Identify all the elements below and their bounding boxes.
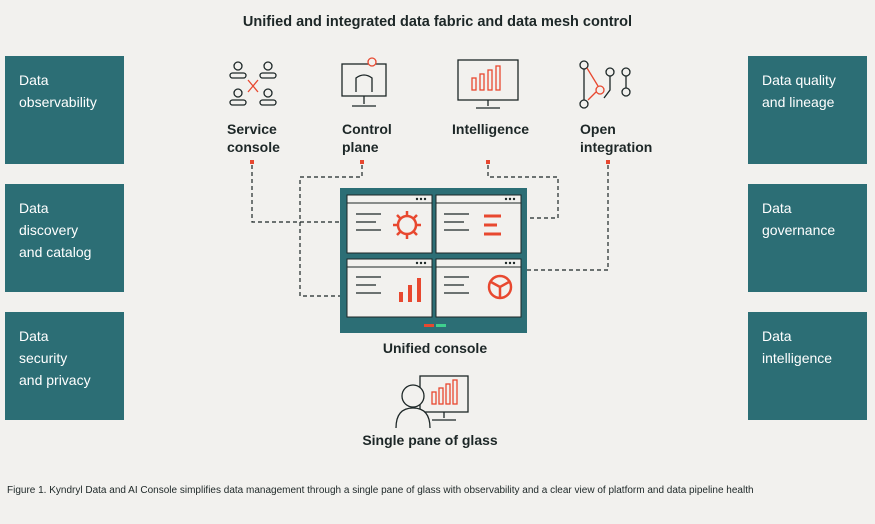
intelligence-icon [457, 59, 519, 109]
console-indicator-red [424, 324, 434, 327]
box-data-quality: Data quality and lineage [748, 56, 867, 164]
console-panel-list [435, 194, 522, 254]
service-console-icon [229, 61, 277, 106]
label-line: console [227, 139, 280, 155]
box-line: governance [762, 222, 836, 238]
connector-intelligence [487, 165, 559, 219]
box-line: security [19, 350, 68, 366]
single-pane-label: Single pane of glass [362, 432, 498, 448]
box-line: Data [19, 72, 49, 88]
label-line: Control [342, 121, 392, 137]
label-control-plane: Control plane [342, 120, 392, 156]
box-line: Data quality [762, 72, 836, 88]
person-monitor-icon [395, 375, 469, 429]
connector-dots [250, 160, 610, 164]
label-service-console: Service console [227, 120, 280, 156]
box-data-security: Data security and privacy [5, 312, 124, 420]
box-line: and lineage [762, 94, 835, 110]
box-line: Data [19, 328, 49, 344]
label-intelligence: Intelligence [452, 120, 529, 138]
console-panel-gauge [435, 258, 522, 318]
console-panel-bars [346, 258, 433, 318]
label-line: Service [227, 121, 277, 137]
console-indicator-green [436, 324, 446, 327]
box-line: and privacy [19, 372, 91, 388]
box-line: Data [19, 200, 49, 216]
bar-chart-icon [399, 278, 421, 302]
box-data-discovery: Data discovery and catalog [5, 184, 124, 292]
label-line: Open [580, 121, 616, 137]
list-icon [484, 214, 501, 236]
label-line: integration [580, 139, 653, 155]
connector-control-plane [299, 165, 363, 297]
diagram-title: Unified and integrated data fabric and d… [242, 14, 633, 30]
console-panel-settings [346, 194, 433, 254]
label-open-integration: Open integration [580, 120, 652, 156]
figure-caption: Figure 1. Kyndryl Data and AI Console si… [7, 485, 754, 496]
control-plane-icon [341, 57, 387, 107]
box-line: Data [762, 328, 792, 344]
box-line: Data [762, 200, 792, 216]
label-line: Intelligence [452, 121, 530, 137]
box-data-governance: Data governance [748, 184, 867, 292]
box-line: discovery [19, 222, 79, 238]
unified-console [340, 188, 527, 333]
label-line: plane [342, 139, 379, 155]
gear-icon [393, 211, 421, 239]
box-line: intelligence [762, 350, 833, 366]
unified-console-label: Unified console [382, 340, 488, 356]
open-integration-icon [579, 60, 631, 109]
connector-service-console [251, 165, 347, 223]
connector-lines [251, 165, 609, 297]
box-line: observability [19, 94, 97, 110]
box-line: and catalog [19, 244, 92, 260]
box-data-observability: Data observability [5, 56, 124, 164]
connector-open-integration [521, 165, 609, 271]
gauge-icon [487, 274, 513, 300]
box-data-intelligence: Data intelligence [748, 312, 867, 420]
